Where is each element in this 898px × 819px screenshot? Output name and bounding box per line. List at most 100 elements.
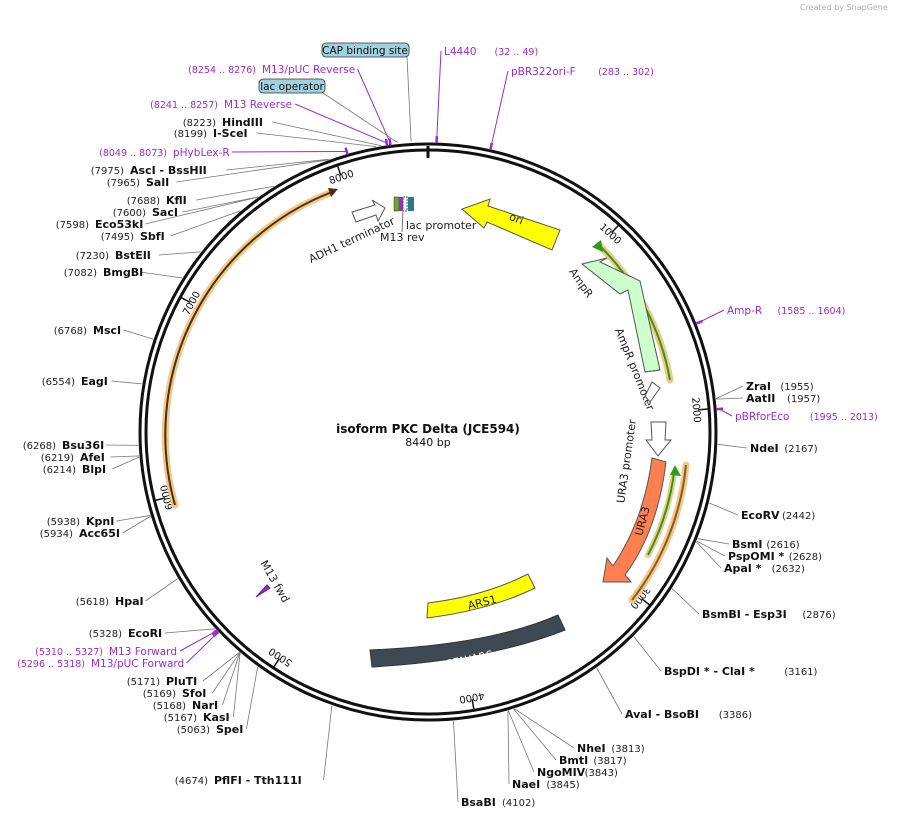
enzyme-name-17: HpaI: [115, 595, 144, 608]
feature-ars1[interactable]: [426, 573, 536, 619]
enzyme-site-4[interactable]: (7688)KflI: [127, 194, 187, 207]
primer-site-1[interactable]: (8241 .. 8257)M13 Reverse: [150, 99, 292, 111]
enzyme-pos-36: (3817): [593, 756, 626, 767]
enzyme-leader-20: [212, 652, 241, 694]
enzyme-site-28[interactable]: EcoRV(2442): [741, 509, 815, 522]
enzyme-site-22[interactable]: (5167)KasI: [164, 711, 230, 724]
primer-site-6[interactable]: pBRforEco(1995 .. 2013): [735, 411, 878, 423]
enzyme-site-18[interactable]: (5328)EcoRI: [89, 627, 162, 640]
feature-ori[interactable]: [461, 198, 561, 251]
enzyme-site-27[interactable]: NdeI(2167): [750, 442, 818, 455]
enzyme-leader-16: [122, 515, 151, 534]
enzyme-pos-8: (7230): [76, 251, 109, 262]
enzyme-pos-16: (5934): [40, 529, 73, 540]
orf-arc-ura3-outer-core: [631, 464, 687, 601]
enzyme-pos-35: (3813): [611, 744, 644, 755]
primer-site-4[interactable]: pBR322ori-F(283 .. 302): [511, 66, 654, 78]
feature-cen-ars[interactable]: [369, 614, 566, 668]
feature-ampr[interactable]: [580, 257, 661, 373]
enzyme-site-10[interactable]: (6768)MscI: [54, 324, 121, 337]
enzyme-site-23[interactable]: (5063)SpeI: [177, 723, 244, 736]
enzyme-site-7[interactable]: (7495)SbfI: [101, 230, 165, 243]
enzyme-site-9[interactable]: (7082)BmgBI: [64, 266, 143, 279]
enzyme-leader-11: [111, 380, 143, 385]
box-lac-operator: [258, 78, 326, 94]
feature-ura3[interactable]: [602, 457, 667, 583]
enzyme-name-8: BstEII: [115, 249, 151, 262]
primer-site-5[interactable]: Amp-R(1585 .. 1604): [727, 305, 845, 317]
primer-name-0: M13/pUC Reverse: [262, 64, 355, 76]
enzyme-name-34: AvaI - BsoBI: [625, 708, 699, 721]
primer-range-2: (8049 .. 8073): [99, 148, 167, 159]
enzyme-site-14[interactable]: (6214)BlpI: [43, 463, 106, 476]
primer-site-8[interactable]: (5296 .. 5318)M13/pUC Forward: [17, 658, 184, 670]
enzyme-pos-20: (5169): [143, 689, 176, 700]
enzyme-site-1[interactable]: (8199)I-SceI: [174, 127, 248, 140]
enzyme-leader-9: [139, 271, 183, 279]
enzyme-site-33[interactable]: BspDI * - ClaI *(3161): [664, 665, 818, 678]
tick-1000: [611, 224, 619, 234]
enzyme-site-32[interactable]: BsmBI - Esp3I(2876): [702, 608, 836, 621]
enzyme-pos-28: (2442): [782, 511, 815, 522]
enzyme-site-15[interactable]: (5938)KpnI: [47, 515, 115, 528]
feature-adh1-terminator[interactable]: [351, 199, 386, 223]
enzyme-site-20[interactable]: (5169)SfoI: [143, 687, 207, 700]
feature-m13-fwd[interactable]: [255, 584, 271, 598]
primer-leader-4: [490, 70, 509, 147]
enzyme-site-0[interactable]: (8223)HindIII: [183, 116, 263, 129]
feature-lac-operator-block: [393, 196, 400, 212]
enzyme-leader-8: [158, 251, 201, 256]
primer-site-2[interactable]: (8049 .. 8073) pHybLex-R: [99, 147, 230, 159]
enzyme-site-13[interactable]: (6219)AfeI: [41, 451, 105, 464]
enzyme-site-16[interactable]: (5934)Acc65I: [40, 527, 120, 540]
enzyme-site-24[interactable]: (4674)PflFI - Tth111I: [175, 774, 302, 787]
enzyme-site-8[interactable]: (7230) BstEII: [76, 249, 151, 262]
enzyme-name-19: PluTI: [166, 675, 197, 688]
enzyme-name-27: NdeI: [750, 442, 779, 455]
tick-8000: [336, 165, 342, 176]
enzyme-site-19[interactable]: (5171)PluTI: [127, 675, 198, 688]
enzyme-name-38: NaeI: [512, 778, 540, 791]
enzyme-site-12[interactable]: (6268)Bsu36I: [23, 439, 104, 452]
feature-ura3-promoter[interactable]: [645, 421, 673, 457]
enzyme-site-3[interactable]: (7965)SalI: [107, 176, 169, 189]
enzyme-site-11[interactable]: (6554)EagI: [42, 375, 108, 388]
enzyme-site-39[interactable]: BsaBI(4102): [461, 796, 535, 809]
enzyme-name-4: KflI: [166, 194, 187, 207]
enzyme-site-5[interactable]: (7600)SacI: [113, 206, 178, 219]
enzyme-name-18: EcoRI: [128, 627, 162, 640]
primer-name-2: pHybLex-R: [173, 147, 230, 159]
enzyme-site-26[interactable]: AatII(1957): [746, 392, 820, 405]
enzyme-name-14: BlpI: [82, 463, 106, 476]
enzyme-pos-33: (3161): [784, 667, 817, 678]
enzyme-site-37[interactable]: NgoMIV(3843): [537, 766, 618, 779]
enzyme-name-32: BsmBI - Esp3I: [702, 608, 787, 621]
enzyme-site-2[interactable]: (7975)AscI - BssHII: [91, 164, 207, 177]
primer-leader-0: [357, 68, 391, 143]
enzyme-site-35[interactable]: NheI (3813): [577, 742, 645, 755]
primer-site-0[interactable]: (8254 .. 8276)M13/pUC Reverse: [188, 64, 355, 76]
enzyme-site-21[interactable]: (5168)NarI: [153, 699, 218, 712]
primer-range-3: (32 .. 49): [495, 47, 539, 58]
enzyme-site-17[interactable]: (5618)HpaI: [76, 595, 144, 608]
enzyme-pos-25: (1955): [780, 382, 813, 393]
enzyme-site-38[interactable]: NaeI(3845): [512, 778, 580, 791]
primer-site-3[interactable]: L4440(32 .. 49): [444, 46, 538, 58]
enzyme-pos-6: (7598): [56, 220, 89, 231]
enzyme-site-30[interactable]: PspOMI *(2628): [728, 550, 822, 563]
enzyme-site-6[interactable]: (7598)Eco53kI: [56, 218, 144, 231]
enzyme-site-34[interactable]: AvaI - BsoBI(3386): [625, 708, 752, 721]
enzyme-site-36[interactable]: BmtI(3817): [559, 754, 627, 767]
primer-leader-6: [718, 408, 733, 417]
enzyme-site-29[interactable]: BsmI(2616): [732, 538, 800, 551]
primer-site-7[interactable]: (5310 .. 5327)M13 Forward: [35, 646, 177, 658]
enzyme-site-25[interactable]: ZraI(1955): [746, 380, 814, 393]
enzyme-name-35: NheI: [577, 742, 606, 755]
tick-5000: [273, 658, 280, 668]
feature-label-ori: ori: [507, 210, 525, 227]
primer-range-1: (8241 .. 8257): [150, 100, 218, 111]
tick-6000: [155, 497, 166, 502]
box-cap-binding-site: [321, 42, 410, 58]
primer-range-6: (1995 .. 2013): [810, 412, 878, 423]
enzyme-site-31[interactable]: ApaI *(2632): [724, 562, 805, 575]
